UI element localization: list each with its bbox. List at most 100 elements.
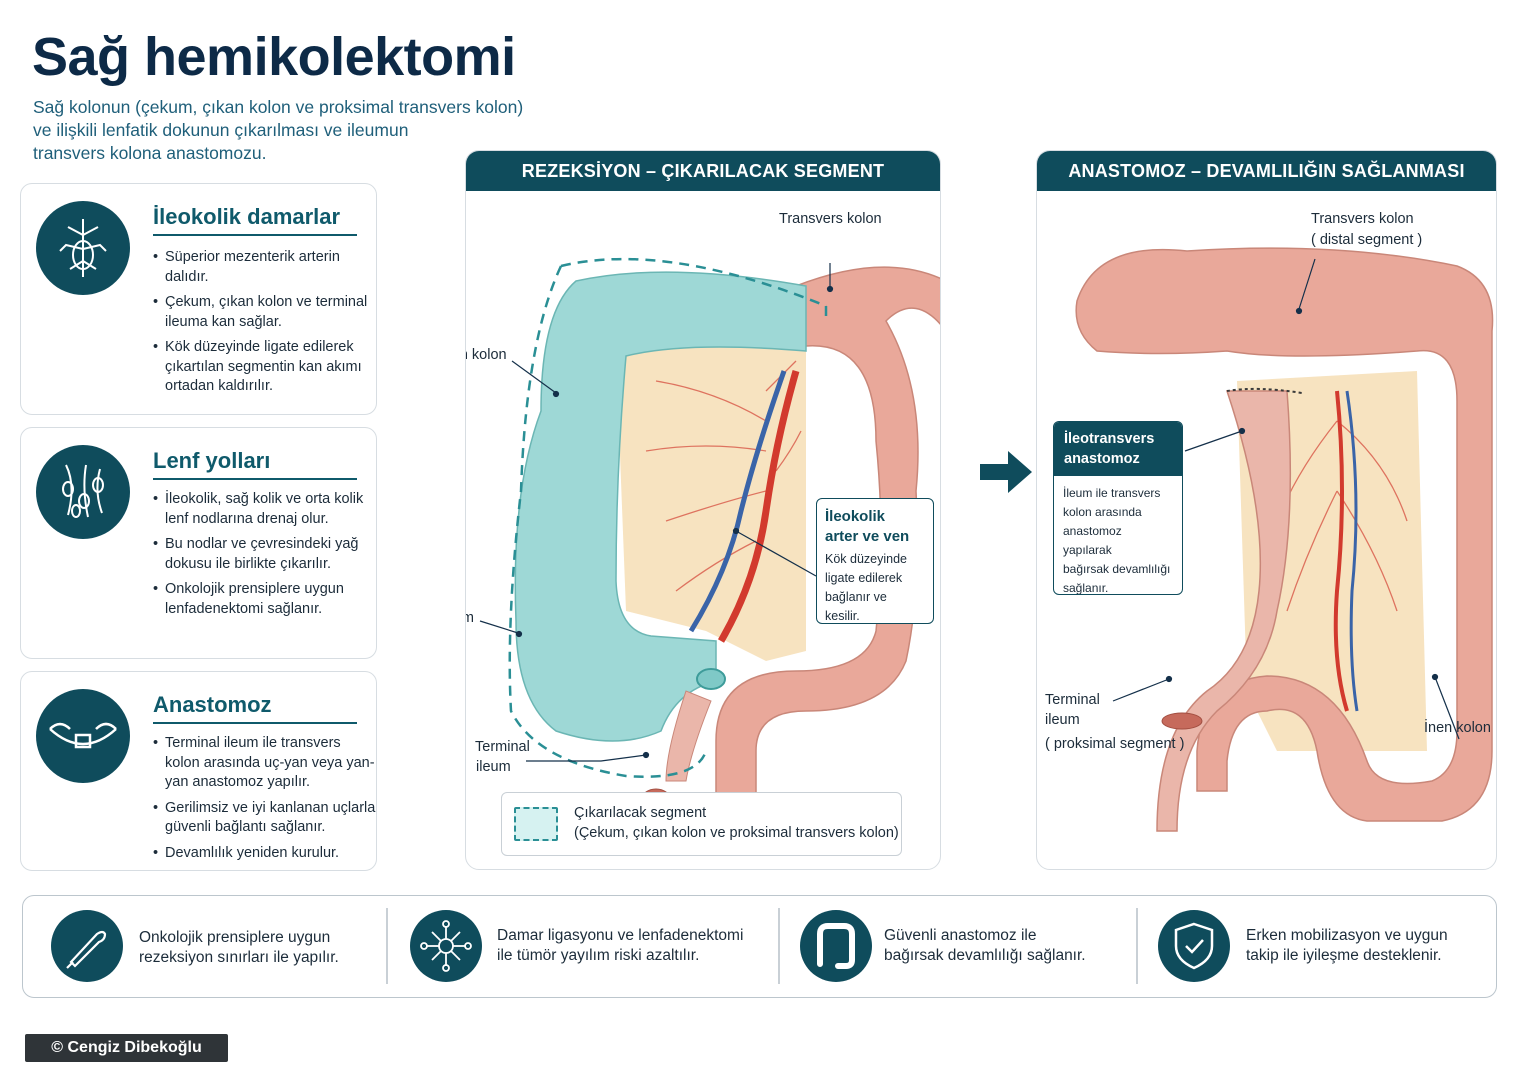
callout-body: İleum ile transvers kolon arasında anast… bbox=[1054, 476, 1182, 595]
list-item: Onkolojik prensiplere uygun lenfadenekto… bbox=[153, 580, 373, 619]
ileum-opening bbox=[1161, 712, 1203, 730]
callout-title: arter ve ven bbox=[825, 528, 910, 545]
page-subtitle: Sağ kolonun (çekum, çıkan kolon ve proks… bbox=[33, 96, 593, 165]
resection-outline bbox=[508, 257, 828, 778]
label-distal-segment: ( distal segment ) bbox=[1311, 232, 1423, 248]
card-bullet-list: Terminal ileum ile transvers kolon arası… bbox=[153, 734, 379, 869]
mesentery bbox=[616, 341, 806, 661]
summary-line: Damar ligasyonu ve lenfadenektomi bbox=[497, 927, 744, 944]
summary-item: Erken mobilizasyon ve uygun takip ile iy… bbox=[1138, 896, 1496, 997]
divider bbox=[386, 908, 388, 984]
vessel-branches bbox=[645, 360, 802, 592]
lymph-nodes-icon bbox=[36, 445, 130, 539]
summary-text: Damar ligasyonu ve lenfadenektomi ile tü… bbox=[497, 926, 767, 966]
vessels-icon bbox=[36, 201, 130, 295]
list-item: İleokolik, sağ kolik ve orta kolik lenf … bbox=[153, 490, 373, 529]
label-descending-colon: İnen kolon bbox=[1424, 720, 1491, 736]
label-transverse-colon: Transvers kolon bbox=[779, 211, 882, 227]
summary-item: Damar ligasyonu ve lenfadenektomi ile tü… bbox=[388, 896, 778, 997]
callout-text: sağlanır. bbox=[1063, 581, 1109, 595]
label-cecum: Çekum bbox=[466, 608, 474, 628]
label-terminal-ileum: Terminal bbox=[475, 739, 530, 755]
callout-header: İleotransvers anastomoz bbox=[1054, 422, 1182, 476]
summary-line: Onkolojik prensiplere uygun bbox=[139, 929, 331, 946]
divider bbox=[1136, 908, 1138, 984]
terminal-ileum bbox=[665, 690, 712, 782]
card-bullet-list: Süperior mezenterik arterin dalıdır. Çek… bbox=[153, 248, 373, 403]
legend-swatch bbox=[514, 807, 558, 841]
info-card-vessels: İleokolik damarlar Süperior mezenterik a… bbox=[20, 183, 377, 415]
callout-title: İleotransvers bbox=[1064, 431, 1155, 447]
colon-icon bbox=[800, 910, 872, 982]
panel-header: REZEKSİYON – ÇIKARILACAK SEGMENT bbox=[466, 151, 940, 191]
summary-line: takip ile iyileşme desteklenir. bbox=[1246, 947, 1442, 964]
card-bullet-list: İleokolik, sağ kolik ve orta kolik lenf … bbox=[153, 490, 373, 625]
panel-header: ANASTOMOZ – DEVAMLILIĞIN SAĞLANMASI bbox=[1037, 151, 1496, 191]
list-item: Devamlılık yeniden kurulur. bbox=[153, 844, 379, 864]
list-item: Terminal ileum ile transvers kolon arası… bbox=[153, 734, 379, 793]
list-item: Kök düzeyinde ligate edilerek çıkartılan… bbox=[153, 338, 373, 397]
title-divider bbox=[153, 722, 357, 724]
label-transverse-colon: Transvers kolon bbox=[1311, 211, 1414, 227]
leader-lines bbox=[1112, 258, 1460, 740]
callout-text: ligate edilerek bbox=[825, 571, 903, 585]
suture-line bbox=[1226, 387, 1303, 394]
resection-panel: REZEKSİYON – ÇIKARILACAK SEGMENT Tra bbox=[465, 150, 941, 870]
label-terminal-ileum: ileum bbox=[476, 759, 511, 775]
callout-text: kolon arasında bbox=[1063, 505, 1142, 519]
anastomosis-icon bbox=[36, 689, 130, 783]
summary-text: Güvenli anastomoz ile bağırsak devamlılı… bbox=[884, 926, 1124, 966]
artery bbox=[717, 370, 800, 643]
vein bbox=[688, 370, 787, 633]
card-title: İleokolik damarlar bbox=[153, 204, 341, 229]
legend-title: Çıkarılacak segment bbox=[574, 805, 707, 821]
vein bbox=[1345, 390, 1359, 712]
label-terminal-ileum: ileum bbox=[1045, 712, 1080, 728]
page-title: Sağ hemikolektomi bbox=[32, 27, 516, 87]
ileotransverse-callout: İleotransvers anastomoz İleum ile transv… bbox=[1053, 421, 1183, 595]
callout-title: anastomoz bbox=[1064, 451, 1140, 467]
subtitle-line: transvers kolona anastomozu. bbox=[33, 143, 267, 163]
callout-text: bağlanır ve kesilir. bbox=[825, 590, 887, 623]
ileocolic-callout: İleokolik arter ve ven Kök düzeyinde lig… bbox=[816, 498, 934, 624]
copyright-badge: © Cengiz Dibekoğlu bbox=[25, 1034, 228, 1062]
arrow-right-icon bbox=[980, 451, 1032, 493]
list-item: Bu nodlar ve çevresindeki yağ dokusu ile… bbox=[153, 535, 373, 574]
callout-text: Kök düzeyinde bbox=[825, 552, 908, 566]
subtitle-line: ve ilişkili lenfatik dokunun çıkarılması… bbox=[33, 120, 409, 140]
scalpel-icon bbox=[51, 910, 123, 982]
legend-detail: (Çekum, çıkan kolon ve proksimal transve… bbox=[574, 825, 899, 841]
label-ascending-colon: Çıkan kolon bbox=[466, 347, 507, 363]
callout-title: İleokolik bbox=[825, 508, 886, 525]
resection-illustration bbox=[479, 257, 940, 832]
title-divider bbox=[153, 234, 357, 236]
summary-line: bağırsak devamlılığı sağlanır. bbox=[884, 947, 1086, 964]
card-title: Lenf yolları bbox=[153, 448, 271, 473]
label-terminal-ileum: Terminal bbox=[1045, 692, 1100, 708]
info-card-lymph: Lenf yolları İleokolik, sağ kolik ve ort… bbox=[20, 427, 377, 659]
list-item: Gerilimsiz ve iyi kanlanan uçlarla güven… bbox=[153, 799, 379, 838]
summary-line: rezeksiyon sınırları ile yapılır. bbox=[139, 949, 339, 966]
title-divider bbox=[153, 478, 357, 480]
anastomosis-panel: ANASTOMOZ – DEVAMLILIĞIN SAĞLANMASI Tran… bbox=[1036, 150, 1497, 870]
callout-text: İleum ile transvers bbox=[1063, 486, 1161, 500]
cut-end bbox=[696, 668, 726, 690]
summary-item: Onkolojik prensiplere uygun rezeksiyon s… bbox=[23, 896, 383, 997]
artery bbox=[1333, 390, 1349, 712]
summary-line: ile tümör yayılım riski azaltılır. bbox=[497, 947, 700, 964]
label-proximal-segment: ( proksimal segment ) bbox=[1045, 736, 1185, 752]
summary-text: Onkolojik prensiplere uygun rezeksiyon s… bbox=[139, 928, 379, 968]
callout-text: anastomoz yapılarak bbox=[1063, 524, 1122, 557]
divider bbox=[778, 908, 780, 984]
summary-line: Güvenli anastomoz ile bbox=[884, 927, 1037, 944]
summary-text: Erken mobilizasyon ve uygun takip ile iy… bbox=[1246, 926, 1486, 966]
legend: Çıkarılacak segment (Çekum, çıkan kolon … bbox=[501, 792, 902, 856]
summary-line: Erken mobilizasyon ve uygun bbox=[1246, 927, 1448, 944]
summary-item: Güvenli anastomoz ile bağırsak devamlılı… bbox=[780, 896, 1136, 997]
subtitle-line: Sağ kolonun (çekum, çıkan kolon ve proks… bbox=[33, 97, 524, 117]
card-title: Anastomoz bbox=[153, 692, 272, 717]
list-item: Çekum, çıkan kolon ve terminal ileuma ka… bbox=[153, 293, 373, 332]
lymph-network-icon bbox=[410, 910, 482, 982]
callout-text: bağırsak devamlılığı bbox=[1063, 562, 1171, 576]
summary-strip: Onkolojik prensiplere uygun rezeksiyon s… bbox=[22, 895, 1497, 998]
